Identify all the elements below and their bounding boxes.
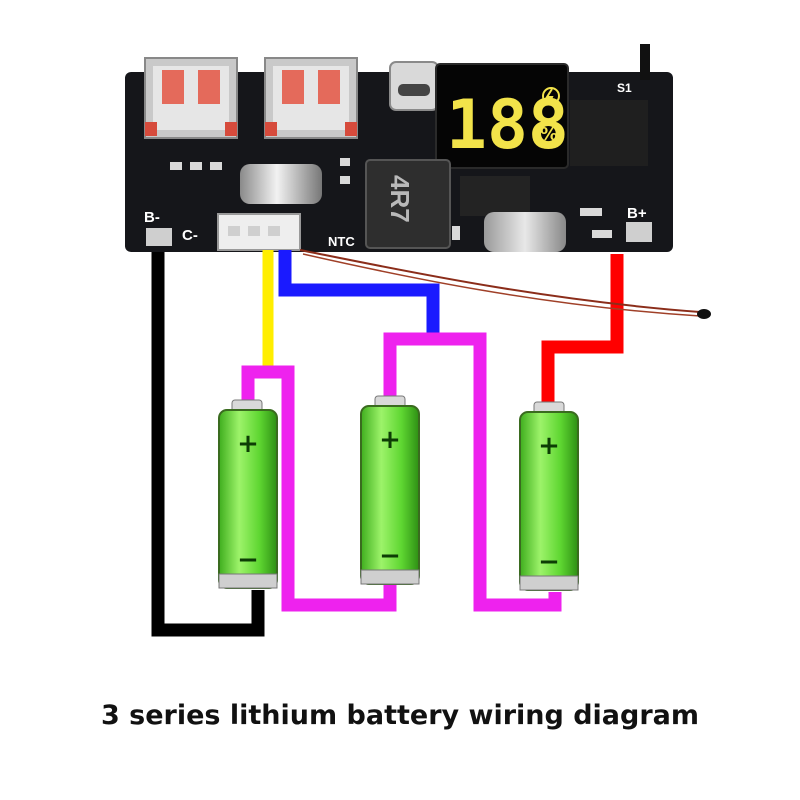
switch-label: S1 <box>617 81 632 95</box>
switch-lever <box>640 44 650 80</box>
display-percent: % <box>540 124 558 145</box>
battery-2-plus-label: + <box>379 425 401 455</box>
ntc-label: NTC <box>328 234 355 249</box>
inductor-label: 4R7 <box>385 175 415 223</box>
ntc-thermistor <box>697 309 711 319</box>
usb-c-port <box>389 61 439 111</box>
ntc-thermistor-lead <box>299 249 701 313</box>
capacitor-2 <box>484 212 566 252</box>
ic-chip <box>460 176 530 216</box>
c-minus-label: C- <box>182 227 198 244</box>
b-plus-pad <box>626 222 652 242</box>
wire-blue <box>278 250 440 336</box>
mcu-chip <box>570 100 648 166</box>
led-display: 188 % <box>435 63 569 169</box>
inductor: 4R7 <box>365 159 451 249</box>
ntc-connector <box>217 213 301 251</box>
battery-1-plus-label: + <box>237 429 259 459</box>
battery-3-minus-label: − <box>538 547 560 577</box>
wire-red <box>541 254 624 406</box>
wire-magenta-2 <box>383 332 562 612</box>
wire-black <box>151 252 265 637</box>
usb-a-port-1 <box>144 57 238 139</box>
wire-magenta-1 <box>241 365 397 612</box>
battery-2-minus-label: − <box>379 541 401 571</box>
battery-3-plus-label: + <box>538 431 560 461</box>
diagram-caption: 3 series lithium battery wiring diagram <box>100 700 700 731</box>
display-digits: 188 <box>446 86 569 165</box>
battery-cell-2: + − <box>360 395 420 585</box>
b-minus-label: B- <box>144 209 160 226</box>
b-minus-pad <box>146 228 172 246</box>
battery-cell-1: + − <box>218 399 278 589</box>
charging-bolt-icon <box>542 87 560 105</box>
pcb-board: 188 % S1 4R7 <box>125 44 673 252</box>
bolt-icon <box>545 88 554 105</box>
battery-1-minus-label: − <box>237 545 259 575</box>
capacitor-1 <box>240 164 322 204</box>
b-plus-label: B+ <box>627 205 647 222</box>
battery-cell-3: + − <box>519 401 579 591</box>
usb-a-port-2 <box>264 57 358 139</box>
wires <box>151 249 711 637</box>
smd-components <box>170 158 612 240</box>
